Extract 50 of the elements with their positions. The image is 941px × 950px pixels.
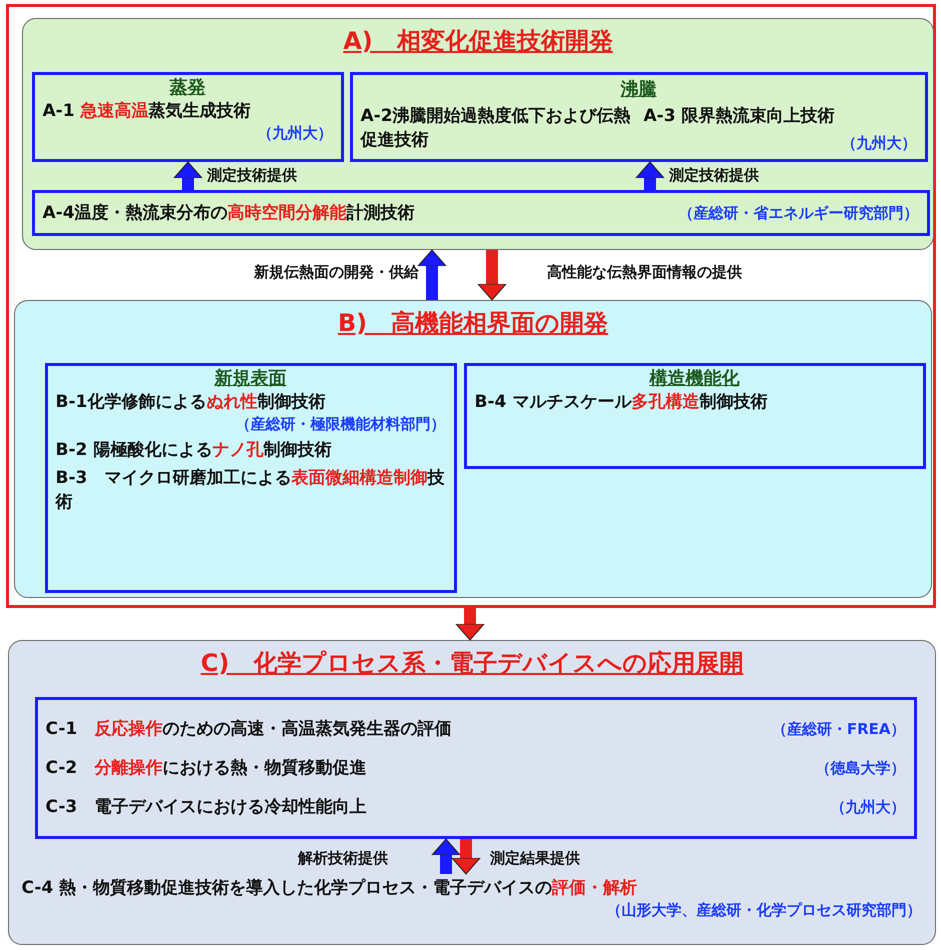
edge-label: 測定技術提供 [667,165,761,185]
section-panel [22,18,934,250]
arrow [452,839,480,874]
organization-name: （産総研・極限機能材料部門） [234,414,446,434]
organization-name: （九州大） [256,122,332,142]
group-box [464,362,926,468]
arrow [418,250,446,300]
item-text: B-2 陽極酸化によるナノ孔制御技術 [56,438,332,462]
item-text: C-1 反応操作のための高速・高温蒸気発生器の評価 [46,718,452,740]
organization-name: （九州大） [830,796,906,816]
arrow [636,162,664,190]
item-text: B-4 マルチスケール多孔構造制御技術 [474,390,768,414]
item-text: B-1化学修飾によるぬれ性制御技術 [56,390,326,414]
arrow [174,162,202,190]
arrow [478,250,506,300]
organization-name: （産総研・FREA） [770,718,906,738]
edge-label: 新規伝熱面の開発・供給 [252,262,421,282]
group-box [32,72,344,162]
organization-name: （徳島大学） [814,758,906,778]
item-text: C-3 電子デバイスにおける冷却性能向上 [46,796,368,818]
item-text: A-2沸騰開始過熱度低下および伝熱促進技術 [360,104,632,152]
section-title: C) 化学プロセス系・電子デバイスへの応用展開 [200,648,744,679]
group-heading: 沸騰 [619,79,658,101]
group-box [44,362,456,592]
box-outline [6,4,936,608]
group-box [32,190,930,236]
group-heading: 蒸発 [168,76,206,98]
organization-name: （山形大学、産総研・化学プロセス研究部門） [606,900,922,920]
group-heading: 構造機能化 [648,368,740,390]
section-panel [14,300,932,598]
arrow [456,608,484,640]
organization-name: （産総研・省エネルギー研究部門） [678,202,918,222]
section-title: A) 相変化促進技術開発 [342,26,614,57]
item-text: C-2 分離操作における熱・物質移動促進 [46,756,368,780]
edge-label: 測定結果提供 [488,848,582,868]
section-title: B) 高機能相界面の開発 [336,308,610,339]
arrow [432,838,460,874]
edge-label: 測定技術提供 [205,165,299,185]
group-heading: 新規表面 [213,368,288,390]
item-text: B-3 マイクロ研磨加工による表面微細構造制御技術 [56,466,446,514]
item-text: A-3 限界熱流束向上技術 [644,104,836,128]
section-panel [8,640,936,945]
group-box [350,72,928,162]
group-box [34,696,916,838]
organization-name: （九州大） [840,133,916,153]
item-text: A-1 急速高温蒸気生成技術 [42,100,252,122]
item-text: C-4 熱・物質移動促進技術を導入した化学プロセス・電子デバイスの評価・解析 [22,876,638,900]
item-text: A-4温度・熱流束分布の高時空間分解能計測技術 [42,202,416,224]
edge-label: 解析技術提供 [296,848,390,868]
edge-label: 高性能な伝熱界面情報の提供 [545,262,744,282]
